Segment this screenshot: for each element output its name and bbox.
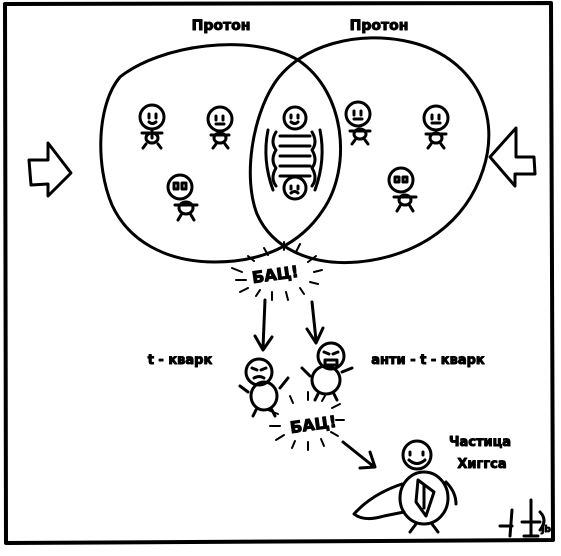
signature-mark bbox=[498, 498, 546, 538]
particle-figure bbox=[422, 104, 450, 150]
higgs-particle-figure bbox=[352, 439, 458, 534]
particle-figure bbox=[387, 166, 418, 213]
signature-text: jb bbox=[540, 525, 551, 535]
particle-figure bbox=[138, 103, 166, 150]
anti-t-quark-figure bbox=[300, 341, 354, 402]
proton-left-label: Протон bbox=[192, 18, 251, 34]
higgs-label-line1: Частица bbox=[449, 435, 511, 450]
proton-right-label: Протон bbox=[350, 18, 409, 34]
anti-t-quark-label: анти - t - кварк bbox=[371, 353, 485, 368]
t-quark-figure bbox=[238, 357, 290, 418]
arrow-to-anti-t-quark bbox=[305, 300, 325, 345]
particle-figure bbox=[206, 105, 234, 150]
quark-gluon-column bbox=[264, 105, 324, 201]
bang-top-label: БАЦ! bbox=[251, 262, 300, 287]
burst-lines-top bbox=[231, 241, 323, 301]
arrow-to-t-quark bbox=[253, 298, 274, 352]
proton-right-circle bbox=[248, 36, 491, 265]
particle-figure bbox=[166, 173, 199, 222]
particle-figure bbox=[344, 100, 372, 146]
arrow-left-icon bbox=[488, 126, 537, 188]
higgs-label-line2: Хиггса bbox=[457, 457, 506, 472]
arrow-to-higgs bbox=[341, 440, 377, 470]
frame-border bbox=[3, 1, 555, 545]
arrow-right-icon bbox=[27, 141, 73, 198]
bang-bottom-label: БАЦ! bbox=[289, 412, 338, 437]
proton-left-circle bbox=[99, 43, 342, 264]
t-quark-label: t - кварк bbox=[148, 353, 213, 368]
